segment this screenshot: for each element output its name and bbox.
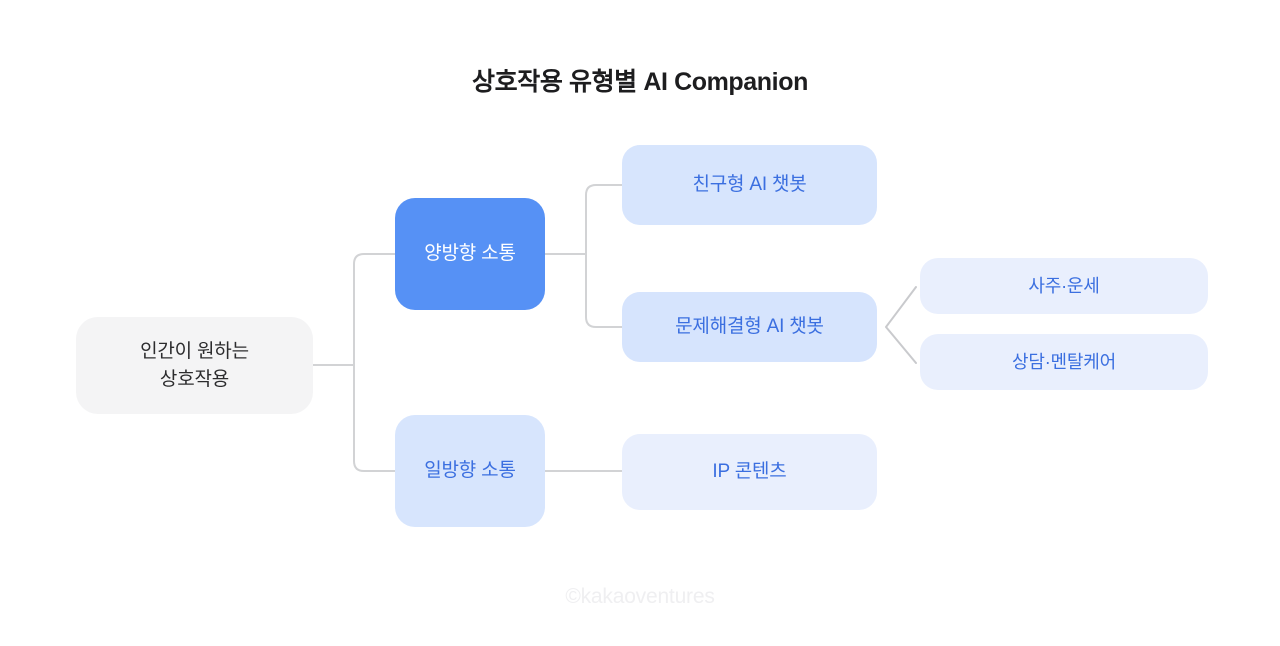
node-counseling-mental-care-label: 상담·멘탈케어 [1012,351,1116,372]
watermark: ©kakaoventures [565,585,715,608]
node-one-way-communication[interactable]: 일방향 소통 [395,415,545,527]
connector-root-to-two-way [353,253,396,366]
node-friend-chatbot-label: 친구형 AI 챗봇 [692,174,807,196]
connector-root-to-one-way [353,364,396,472]
node-fortune-telling[interactable]: 사주·운세 [920,258,1208,314]
connector-two-way-to-problem [585,253,623,328]
node-two-way-communication-label: 양방향 소통 [424,243,516,265]
node-problem-solving-chatbot-label: 문제해결형 AI 챗봇 [675,316,824,338]
node-counseling-mental-care[interactable]: 상담·멘탈케어 [920,334,1208,390]
node-ip-content-label: IP 콘텐츠 [712,461,787,483]
node-root[interactable]: 인간이 원하는 상호작용 [76,317,313,414]
node-two-way-communication[interactable]: 양방향 소통 [395,198,545,310]
node-friend-chatbot[interactable]: 친구형 AI 챗봇 [622,145,877,225]
node-problem-solving-chatbot[interactable]: 문제해결형 AI 챗봇 [622,292,877,362]
node-one-way-communication-label: 일방향 소통 [424,460,516,482]
node-fortune-telling-label: 사주·운세 [1028,275,1100,296]
page-title: 상호작용 유형별 AI Companion [472,68,808,96]
node-root-label: 인간이 원하는 상호작용 [140,340,249,390]
connector-problem-to-leaves-chevron [885,286,917,364]
connector-two-way-to-friend [585,184,623,255]
node-ip-content[interactable]: IP 콘텐츠 [622,434,877,510]
